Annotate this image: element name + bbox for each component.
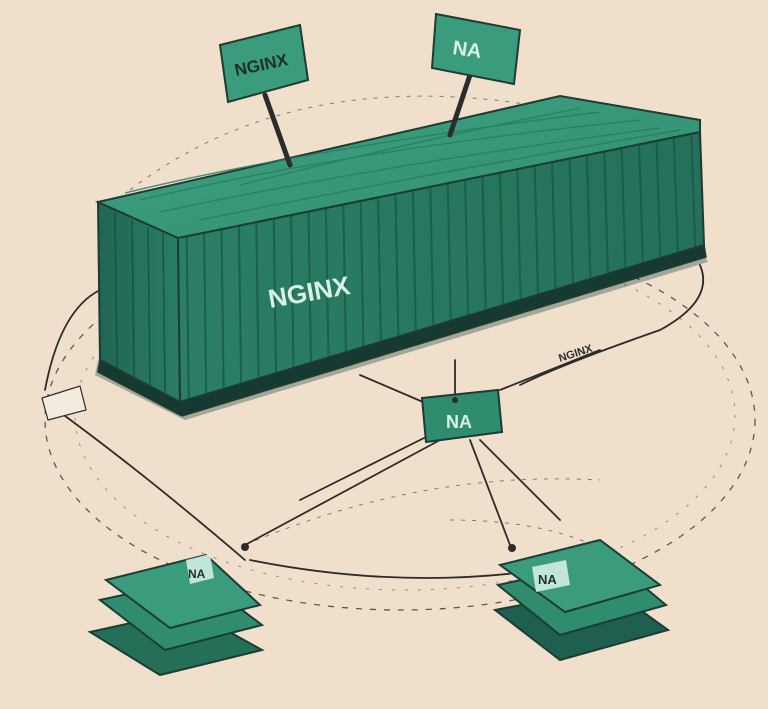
cable-plugs — [241, 397, 516, 552]
network-ring — [44, 229, 756, 611]
container-rib — [185, 236, 190, 400]
network-hub: NA — [420, 388, 504, 444]
container-rib — [377, 197, 382, 342]
dashed-network-lines — [129, 95, 621, 561]
left-device: NA — [87, 553, 265, 677]
right-sign: NA — [430, 12, 522, 86]
container-rib — [481, 176, 487, 311]
left-cable-tag — [41, 385, 87, 421]
container-rib — [394, 193, 400, 337]
container-rib — [220, 229, 225, 389]
container-rib — [690, 133, 697, 248]
network-ring-inner — [74, 239, 736, 591]
container-rib — [446, 183, 452, 321]
container-rib — [516, 169, 522, 300]
container-rib — [359, 200, 365, 348]
cables — [44, 264, 705, 579]
right-device-label: NA — [538, 572, 557, 587]
container-rib — [620, 147, 627, 269]
container-rib — [203, 232, 208, 395]
container-rib — [324, 207, 330, 358]
container-bottom-rail — [97, 244, 707, 417]
container-rib — [655, 140, 662, 259]
container-rib — [585, 154, 592, 280]
right-sign-text: NA — [451, 37, 483, 63]
container-rib — [237, 225, 243, 384]
container-rib — [411, 190, 417, 332]
left-sign: NGINX — [218, 23, 310, 104]
container-rib — [307, 211, 312, 363]
container-rib — [464, 179, 470, 316]
container-rib — [551, 162, 557, 290]
container-top-texture — [124, 107, 681, 221]
container-rib — [290, 215, 295, 368]
container-rib — [255, 222, 260, 379]
container-rib — [638, 144, 644, 264]
container-rib — [603, 151, 609, 274]
hub-label: NA — [446, 412, 472, 432]
sign-posts — [262, 72, 473, 168]
container-rib — [498, 172, 505, 306]
container-rib — [429, 186, 435, 327]
right-device: NA — [492, 538, 671, 662]
container-rib — [533, 165, 540, 295]
container-rib — [272, 218, 278, 374]
container-rib — [672, 137, 679, 253]
left-device-label: NA — [188, 567, 206, 581]
container-rib — [568, 158, 574, 285]
container-rib — [342, 204, 347, 353]
container-side-ribs — [185, 133, 697, 400]
container-front-ribs — [114, 211, 166, 395]
